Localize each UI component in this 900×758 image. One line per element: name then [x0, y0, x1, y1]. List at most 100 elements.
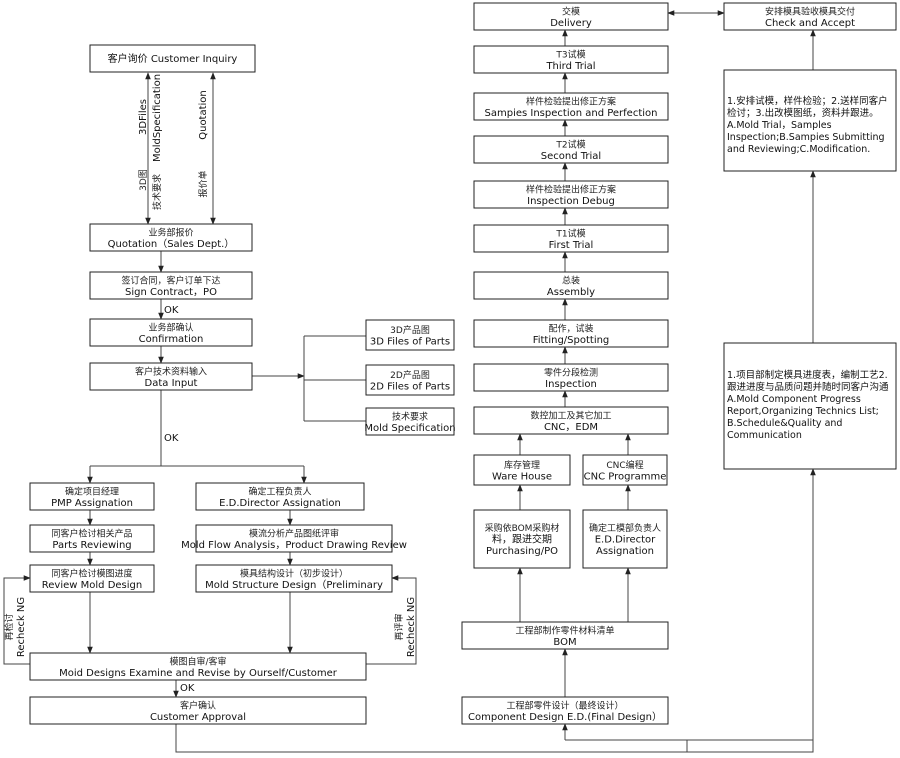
progress-note-zh: 1.项目部制定模具进度表，编制工艺2.跟进进度与品质问题并随时同客户沟通 [727, 370, 889, 393]
node-label: E.D.Director [595, 535, 656, 546]
node-label: 同客户检讨模图进度 [51, 567, 132, 579]
progress-note-en-2: B.Schedule&Quality and Communication [727, 418, 843, 441]
node-label: 交模 [562, 5, 580, 17]
node-label: T3试模 [555, 48, 585, 60]
node-label: Review Mold Design [42, 580, 142, 591]
node-box [89, 271, 253, 300]
recheck-left-loop [3, 575, 31, 665]
node-box [473, 454, 571, 486]
node-label: Third Trial [545, 61, 595, 72]
trial-note-frame [723, 69, 897, 172]
node-label: PMP Assignation [51, 498, 133, 509]
node-inquiry: 客户询价 Customer Inquiry [89, 44, 256, 73]
node-label: Data Input [145, 378, 198, 389]
node-box [89, 223, 253, 252]
node-box [365, 364, 455, 396]
node-label: 确定工模部负责人 [589, 522, 661, 534]
node-box [473, 271, 669, 300]
node-label: 签订合同，客户订单下达 [121, 274, 220, 286]
node-label: 样件检验提出修正方案 [526, 183, 616, 195]
edge-label-zh-tech: 技术要求 [151, 174, 163, 210]
node-component: 工程部零件设计（最终设计）Component Design E.D.(Final… [461, 696, 669, 725]
node-structure: 模具结构设计（初步设计）Mold Structure Design（Prelim… [195, 564, 393, 593]
node-label: 样件检验提出修正方案 [526, 95, 616, 107]
node-label: 技术要求 [392, 410, 428, 422]
node-box [29, 482, 155, 511]
trial-note: 1.安排试模，样件检验；2.送样同客户检讨；3.出改模图纸，资料并跟进。 A.M… [727, 96, 897, 156]
node-box [89, 362, 253, 391]
edge-label-zh-recheck-l: 再检讨 [3, 613, 15, 640]
node-label: Mold Structure Design（Preliminary [205, 579, 383, 591]
node-label: Fitting/Spotting [533, 335, 610, 346]
node-box [582, 454, 668, 486]
node-label: E.D.Director Assignation [219, 498, 341, 509]
node-label: 3D产品图 [390, 324, 430, 336]
node-box [461, 621, 669, 650]
node-label: Mold Specification [364, 423, 455, 434]
approval-bus [175, 468, 816, 753]
node-label: 模图自审/客审 [169, 655, 226, 667]
edge-label-zh-3d: 3D图 [138, 169, 149, 191]
node-label: 3D Files of Parts [370, 336, 450, 347]
node-box [473, 135, 669, 164]
node-box [473, 45, 669, 74]
node-box [365, 407, 455, 436]
node-label: 2D Files of Parts [370, 381, 450, 392]
node-label: 客户确认 [180, 699, 216, 711]
edge-label-ok2: OK [164, 433, 179, 444]
node-label: 模具结构设计（初步设计） [240, 567, 348, 579]
node-label: 工程部零件设计（最终设计） [506, 699, 623, 711]
node-label: 安排模具验收模具交付 [765, 5, 855, 17]
edge-label-quotation-v: Quotation [198, 90, 209, 140]
node-label: 业务部报价 [148, 226, 193, 238]
node-label: Assignation [596, 546, 654, 557]
node-label: First Trial [549, 240, 594, 251]
node-label: CNC编程 [606, 459, 643, 471]
node-label: CNC，EDM [544, 422, 598, 433]
node-label: 配作，试装 [548, 322, 593, 334]
node-label: Delivery [550, 18, 592, 29]
node-box [473, 363, 669, 392]
node-label: Customer Approval [150, 712, 246, 723]
node-label: 2D产品图 [390, 369, 430, 381]
flow-connectors [3, 10, 816, 753]
node-label: T1试模 [555, 227, 585, 239]
edge-label-zh-recheck-r: 再评审 [393, 613, 405, 640]
node-label: Confirmation [139, 334, 204, 345]
node-box [473, 180, 669, 209]
node-label: 工程部制作零件材料清单 [515, 624, 614, 636]
node-label: 客户技术资料输入 [135, 365, 207, 377]
node-box [29, 524, 155, 553]
node-box [89, 318, 253, 347]
node-box [473, 406, 669, 435]
node-box [195, 524, 393, 553]
node-label: 数控加工及其它加工 [530, 409, 611, 421]
edge-label-recheck-r: Recheck NG [406, 597, 417, 657]
node-label: Second Trial [541, 151, 601, 162]
node-label: 零件分段检测 [544, 366, 598, 378]
